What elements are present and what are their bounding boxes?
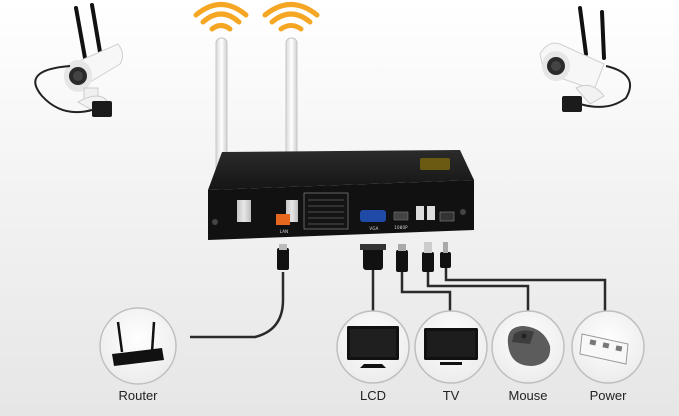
- dc-plug-icon: [440, 242, 451, 268]
- vga-port-label: VGA: [369, 226, 379, 231]
- wireless-camera-left: [34, 3, 124, 117]
- lan-port: [276, 214, 290, 225]
- hdmi-port: [393, 211, 409, 221]
- lcd-device: [336, 310, 410, 384]
- warning-label: [303, 192, 349, 230]
- wifi-signal-icon-right: [262, 2, 320, 32]
- dc-power-port: [439, 211, 455, 222]
- mouse-device: [491, 310, 565, 384]
- router-device: [99, 307, 177, 385]
- tv-device: [414, 310, 488, 384]
- hdmi-plug-icon: [396, 244, 408, 272]
- usb-plug-icon: [422, 242, 434, 272]
- power-device: [571, 310, 645, 384]
- router-cable: [190, 272, 285, 339]
- mouse-label: Mouse: [508, 388, 548, 403]
- tv-icon: [424, 328, 478, 365]
- lcd-label: LCD: [359, 388, 386, 403]
- wireless-camera-right: [539, 6, 631, 112]
- power-label: Power: [589, 388, 627, 403]
- usb-port-1: [416, 206, 424, 220]
- usb-port-2: [427, 206, 435, 220]
- tv-cable: [400, 272, 452, 315]
- nvr-status-sticker: [420, 158, 450, 170]
- lan-plug-icon: [277, 244, 289, 270]
- lan-port-label: LAN: [279, 229, 289, 234]
- vga-port: [360, 210, 386, 222]
- mouse-icon: [507, 326, 551, 366]
- router-label: Router: [118, 388, 158, 403]
- power-strip-icon: [579, 333, 629, 365]
- router-icon: [112, 321, 164, 366]
- power-cable: [444, 266, 607, 318]
- monitor-icon: [347, 326, 399, 368]
- mouse-cable: [426, 272, 530, 316]
- nvr-recorder: [208, 150, 474, 240]
- connection-cables: [190, 266, 607, 339]
- wifi-signal-icon-left: [193, 2, 249, 32]
- vga-plug-icon: [360, 244, 386, 270]
- hdmi-port-label: 1080P: [394, 225, 408, 230]
- tv-label: TV: [442, 388, 460, 403]
